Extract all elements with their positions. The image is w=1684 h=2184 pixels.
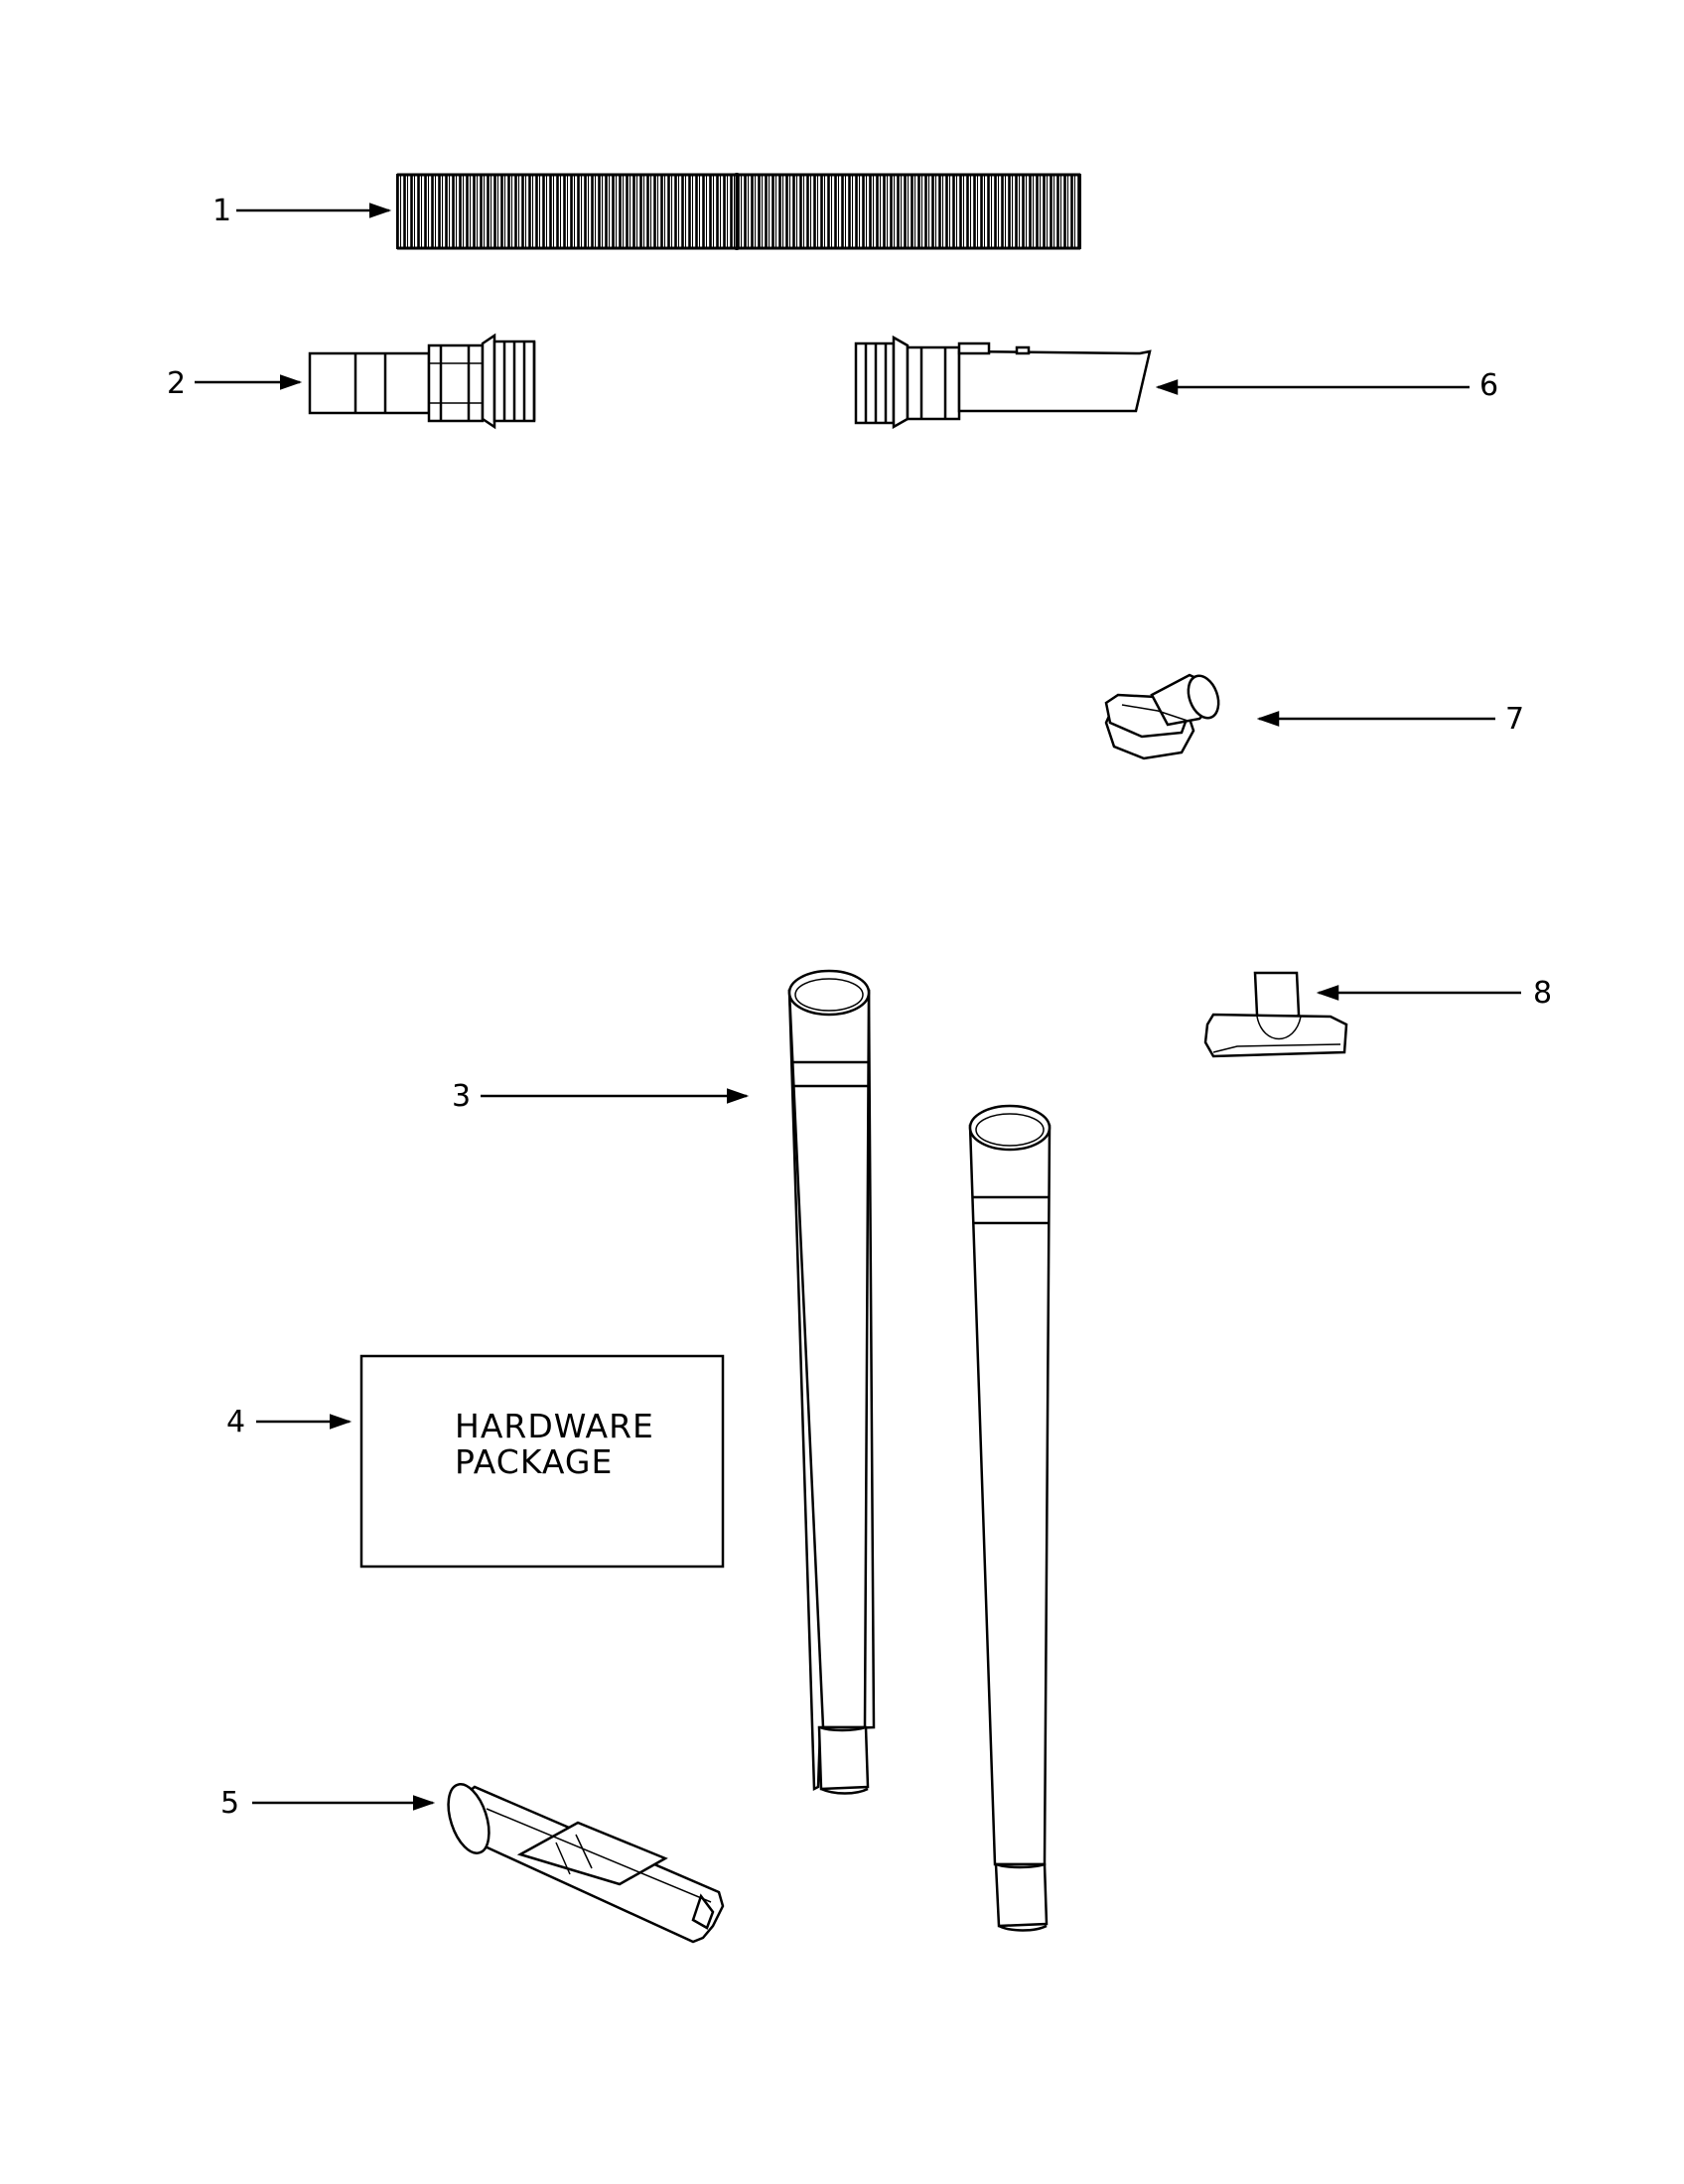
callout-6: 6 — [1155, 368, 1498, 403]
hardware-package-line2: PACKAGE — [455, 1442, 613, 1481]
callout-1-number: 1 — [212, 194, 231, 228]
hose-adapter-part — [308, 333, 536, 430]
callout-1: 1 — [212, 194, 392, 228]
crevice-tool-part — [447, 1783, 725, 1944]
callout-2: 2 — [167, 366, 303, 401]
callout-3: 3 — [452, 1079, 750, 1114]
callout-7: 7 — [1256, 702, 1524, 737]
extension-wand-left — [787, 969, 876, 1795]
callout-3-number: 3 — [452, 1079, 471, 1114]
callout-7-number: 7 — [1505, 702, 1524, 737]
hardware-package-line1: HARDWARE — [455, 1407, 654, 1445]
callout-5: 5 — [220, 1786, 436, 1821]
nozzle-part — [854, 335, 1152, 430]
callout-6-number: 6 — [1479, 368, 1498, 403]
callout-4-number: 4 — [226, 1405, 245, 1439]
callout-4: 4 — [226, 1405, 352, 1439]
hose-part — [396, 173, 1081, 250]
callout-5-number: 5 — [220, 1786, 239, 1821]
upholstery-tool-part — [1203, 971, 1348, 1058]
callout-8-number: 8 — [1533, 976, 1552, 1011]
callout-2-number: 2 — [167, 366, 186, 401]
corner-tool-part — [1104, 673, 1220, 760]
extension-wand-right — [968, 1104, 1052, 1932]
hardware-package: HARDWARE PACKAGE — [359, 1354, 725, 1569]
callout-8: 8 — [1316, 976, 1552, 1011]
